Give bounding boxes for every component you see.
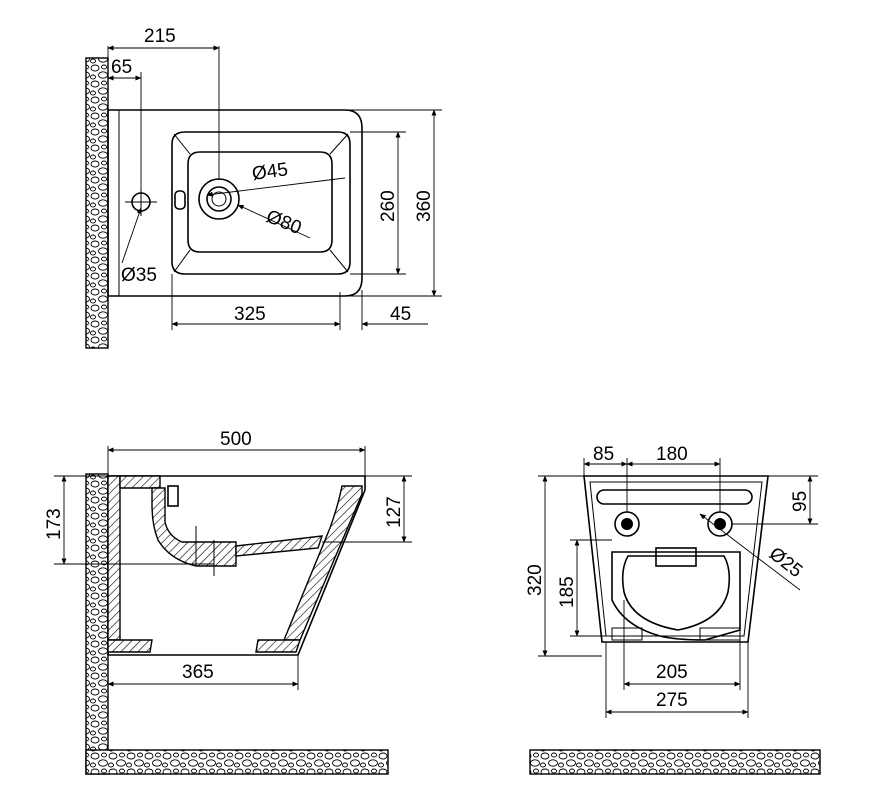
dim-95: 95: [790, 491, 811, 512]
dim-365: 365: [182, 662, 214, 683]
overflow-fitting: [167, 485, 179, 507]
dim-127: 127: [384, 496, 405, 528]
overflow-slot: [174, 190, 186, 210]
dim-275: 275: [656, 690, 688, 711]
wall-side-view: [85, 473, 109, 775]
foot-left: [611, 627, 643, 641]
dim-205: 205: [656, 662, 688, 683]
drain-inner-circle: [206, 186, 232, 212]
facet-line: [329, 133, 349, 155]
dim-85: 85: [593, 444, 614, 465]
dim-65: 65: [111, 57, 132, 78]
side-shell-front: [282, 485, 363, 641]
facet-line: [329, 249, 349, 273]
side-shell-top: [119, 475, 161, 489]
wall-top-view: [85, 57, 109, 349]
dim-260: 260: [378, 190, 399, 222]
fixing-hole-left-inner: [621, 518, 633, 530]
dim-215: 215: [144, 26, 176, 47]
top-view-bowl-inner: [187, 151, 333, 253]
side-foot-right: [255, 639, 301, 653]
top-slot: [596, 489, 753, 505]
facet-line: [173, 249, 191, 273]
dim-dia-45: Ø45: [251, 159, 289, 185]
drain-outlet: [655, 547, 697, 567]
dim-dia-35: Ø35: [121, 265, 157, 286]
drain-outer-circle: [198, 178, 240, 220]
front-view-inner-outline: [589, 481, 763, 637]
dim-500: 500: [220, 429, 252, 450]
side-view: 500 173 127 365: [44, 429, 412, 775]
dim-173: 173: [44, 508, 65, 540]
side-shell-inner-bottom: [235, 535, 324, 557]
dim-dia-80: Ø80: [263, 206, 304, 239]
top-view-bowl-outer: [171, 131, 351, 275]
facet-line: [173, 133, 191, 155]
side-shell-back: [107, 475, 121, 641]
dim-325: 325: [234, 304, 266, 325]
dim-180: 180: [656, 444, 688, 465]
fixing-hole-right-inner: [714, 518, 726, 530]
foot-right: [699, 627, 741, 641]
side-foot-left: [107, 639, 153, 653]
dim-320: 320: [525, 564, 546, 596]
front-view-bowl-inner: [621, 555, 731, 631]
dim-185: 185: [557, 576, 578, 608]
top-view: 215 65 Ø45 Ø80 Ø35 260 360 325 45: [85, 26, 442, 349]
drain-core-circle: [211, 191, 227, 207]
dim-dia-25: Ø25: [765, 543, 806, 582]
floor-side-view: [85, 749, 389, 775]
floor-front-view: [529, 749, 821, 775]
side-shell-bowl: [151, 487, 237, 567]
dim-45: 45: [390, 304, 411, 325]
dim-360: 360: [414, 190, 435, 222]
front-view: 85 180 95 Ø25 320 185 205 275: [525, 444, 821, 775]
